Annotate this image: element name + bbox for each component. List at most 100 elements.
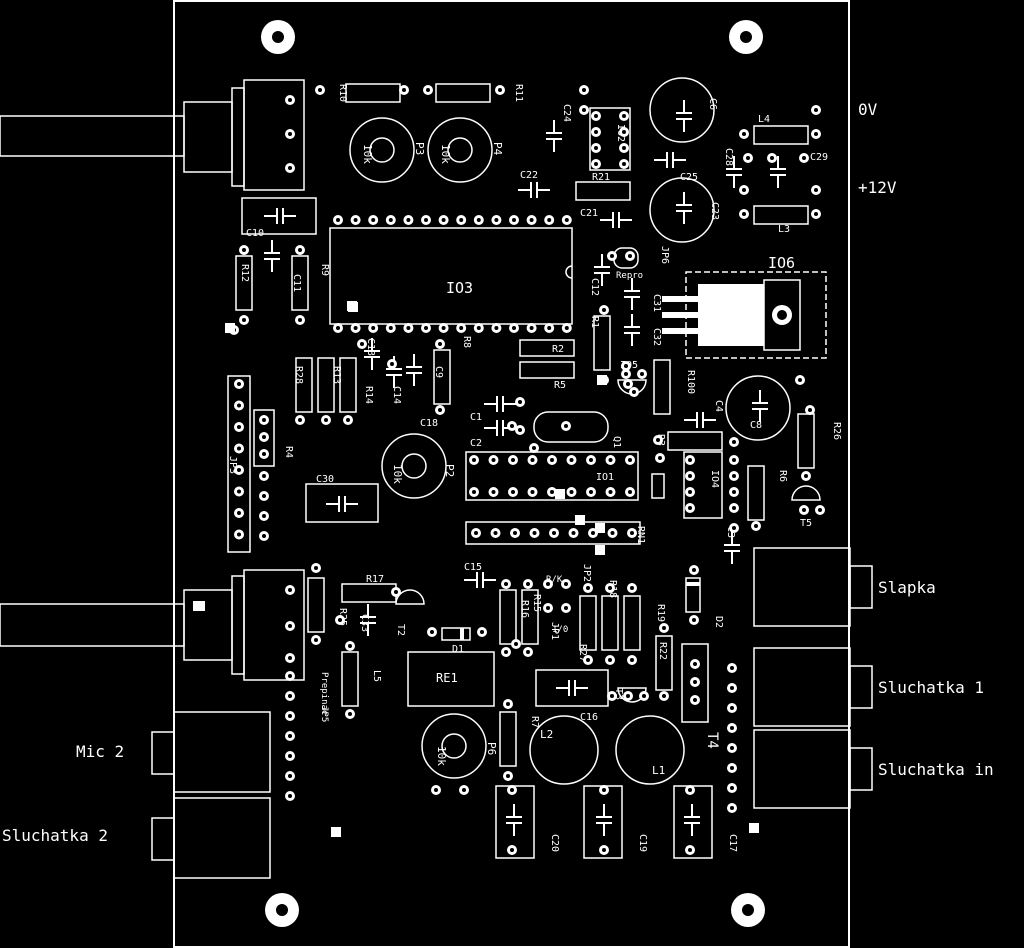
- pad: [321, 415, 331, 425]
- prepinac-label: Prepinac: [319, 672, 329, 715]
- pad: [234, 422, 244, 432]
- pad: [529, 443, 539, 453]
- pad: [501, 647, 511, 657]
- rn1: [465, 521, 641, 545]
- pad: [259, 511, 269, 521]
- cap-symbol: [464, 572, 496, 588]
- pad: [350, 215, 361, 225]
- pad: [605, 655, 615, 665]
- pad: [477, 627, 487, 637]
- pad: [659, 691, 669, 701]
- pad: [345, 709, 355, 719]
- pad: [623, 691, 633, 701]
- p6-value: 10k: [435, 746, 448, 766]
- label-sluchatka-1: Sluchatka 1: [878, 678, 984, 697]
- cap-symbol: [596, 804, 612, 836]
- jacks-left: [151, 711, 271, 879]
- pad: [529, 528, 540, 538]
- pad: [653, 435, 663, 445]
- pad: [435, 339, 445, 349]
- r21-label: R21: [592, 172, 610, 183]
- square-pad: [575, 515, 585, 525]
- pad: [503, 699, 513, 709]
- pad: [315, 85, 325, 95]
- pad: [689, 565, 699, 575]
- pad: [743, 153, 753, 163]
- io3-label: IO3: [446, 279, 473, 297]
- r22-label: R22: [657, 642, 668, 660]
- pad: [515, 425, 525, 435]
- pad: [685, 785, 695, 795]
- c20-label: C20: [549, 834, 560, 852]
- pad: [488, 487, 499, 497]
- pad: [583, 655, 593, 665]
- pad: [333, 215, 343, 225]
- pad: [583, 583, 593, 593]
- pad: [599, 845, 609, 855]
- jumpers: [227, 247, 639, 553]
- pad: [343, 415, 353, 425]
- ic-io4: IO4: [683, 451, 723, 519]
- jacks-right: [753, 547, 873, 809]
- pad: [727, 703, 737, 713]
- pad: [625, 487, 635, 497]
- pad: [685, 487, 695, 497]
- pad: [727, 803, 737, 813]
- pad: [729, 471, 739, 481]
- c2-label: C2: [470, 438, 482, 449]
- label-0v: 0V: [858, 100, 878, 119]
- pad: [285, 711, 295, 721]
- r2-label: R2: [552, 344, 564, 355]
- pad: [435, 405, 445, 415]
- pad: [391, 587, 401, 597]
- label-slapka: Slapka: [878, 578, 936, 597]
- pad: [509, 323, 519, 333]
- crystal-q1: [533, 411, 609, 443]
- pad: [259, 471, 269, 481]
- pad: [510, 528, 520, 538]
- cap-symbol: [684, 804, 700, 836]
- pad: [515, 397, 525, 407]
- pad: [625, 251, 635, 261]
- r16-label: R16: [519, 600, 530, 618]
- pad: [357, 339, 367, 349]
- pad: [627, 655, 637, 665]
- t3-label: T3: [613, 688, 624, 700]
- pad: [639, 691, 649, 701]
- pad: [508, 455, 518, 465]
- pad: [423, 85, 433, 95]
- pad: [607, 528, 618, 538]
- pad: [234, 465, 244, 475]
- pad: [526, 215, 537, 225]
- pad: [387, 359, 397, 369]
- r8-label: R8: [461, 336, 472, 348]
- pad: [637, 369, 647, 379]
- c1-label: C1: [470, 412, 482, 423]
- pad: [727, 723, 737, 733]
- l2-label: L2: [540, 728, 553, 741]
- pad: [690, 695, 700, 705]
- pad: [659, 623, 669, 633]
- io4-label: IO4: [709, 470, 720, 488]
- square-pad: [749, 823, 759, 833]
- t2-label: T2: [395, 624, 406, 636]
- cap-symbol: [518, 182, 550, 198]
- c10-label: C10: [246, 228, 264, 239]
- pad: [491, 215, 502, 225]
- io1-label: IO1: [596, 472, 614, 483]
- pad: [599, 305, 609, 315]
- pad: [579, 105, 589, 115]
- connector-top: [0, 79, 305, 191]
- p2-label: P2: [443, 464, 456, 477]
- t4-label: T4: [704, 732, 720, 749]
- jp6-label: JP6: [659, 246, 670, 264]
- pad: [285, 691, 295, 701]
- r9-label: R9: [319, 264, 330, 276]
- c21-label: C21: [580, 208, 598, 219]
- pad: [561, 323, 572, 333]
- pad: [469, 455, 479, 465]
- small-caps: [264, 100, 786, 836]
- r28-label: R28: [293, 366, 304, 384]
- mounting-hole: [261, 20, 765, 927]
- pad: [811, 129, 821, 139]
